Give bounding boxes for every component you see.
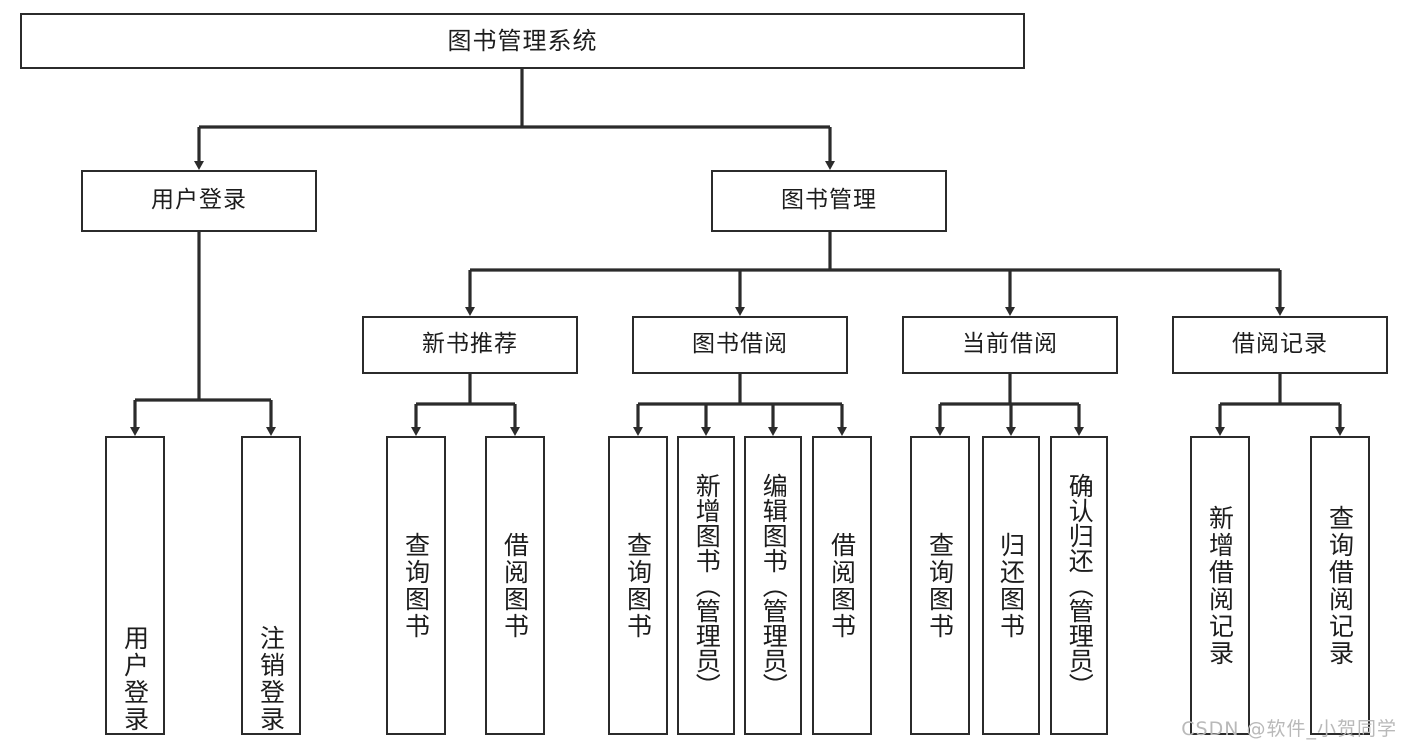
node-leaf-user-login[interactable]: 用户登录 — [105, 436, 165, 735]
leaf-label: 查询借阅记录 — [1325, 504, 1355, 667]
node-leaf-confirm-return[interactable]: 确认归还（管理员） — [1050, 436, 1108, 735]
node-leaf-query-borrow-record[interactable]: 查询借阅记录 — [1310, 436, 1370, 735]
leaf-label: 确认归还（管理员） — [1065, 473, 1095, 698]
leaf-label: 注销登录 — [256, 625, 286, 733]
node-root-system[interactable]: 图书管理系统 — [20, 13, 1025, 69]
node-leaf-query-book-borrow[interactable]: 查询图书 — [608, 436, 668, 735]
node-borrow-record[interactable]: 借阅记录 — [1172, 316, 1388, 374]
node-new-book-recommend[interactable]: 新书推荐 — [362, 316, 578, 374]
leaf-label: 借阅图书 — [500, 531, 530, 640]
node-leaf-borrow-book[interactable]: 借阅图书 — [812, 436, 872, 735]
leaf-label: 查询图书 — [925, 531, 955, 640]
leaf-label: 新增借阅记录 — [1205, 504, 1235, 667]
leaf-label: 借阅图书 — [827, 531, 857, 640]
leaf-label: 查询图书 — [401, 531, 431, 640]
node-user-login[interactable]: 用户登录 — [81, 170, 317, 232]
node-leaf-add-borrow-record[interactable]: 新增借阅记录 — [1190, 436, 1250, 735]
leaf-label: 编辑图书（管理员） — [759, 473, 789, 698]
leaf-label: 用户登录 — [120, 625, 150, 733]
node-current-borrow[interactable]: 当前借阅 — [902, 316, 1118, 374]
node-leaf-edit-book[interactable]: 编辑图书（管理员） — [744, 436, 802, 735]
node-leaf-query-book-recommend[interactable]: 查询图书 — [386, 436, 446, 735]
csdn-watermark: CSDN @软件_小贺同学 — [1181, 718, 1397, 740]
node-leaf-query-book-current[interactable]: 查询图书 — [910, 436, 970, 735]
node-book-borrow[interactable]: 图书借阅 — [632, 316, 848, 374]
leaf-label: 归还图书 — [996, 531, 1026, 640]
leaf-label: 查询图书 — [623, 531, 653, 640]
leaf-label: 新增图书（管理员） — [692, 473, 722, 698]
node-leaf-borrow-book-recommend[interactable]: 借阅图书 — [485, 436, 545, 735]
node-leaf-add-book[interactable]: 新增图书（管理员） — [677, 436, 735, 735]
node-leaf-user-logout[interactable]: 注销登录 — [241, 436, 301, 735]
node-book-manage[interactable]: 图书管理 — [711, 170, 947, 232]
node-leaf-return-book[interactable]: 归还图书 — [982, 436, 1040, 735]
